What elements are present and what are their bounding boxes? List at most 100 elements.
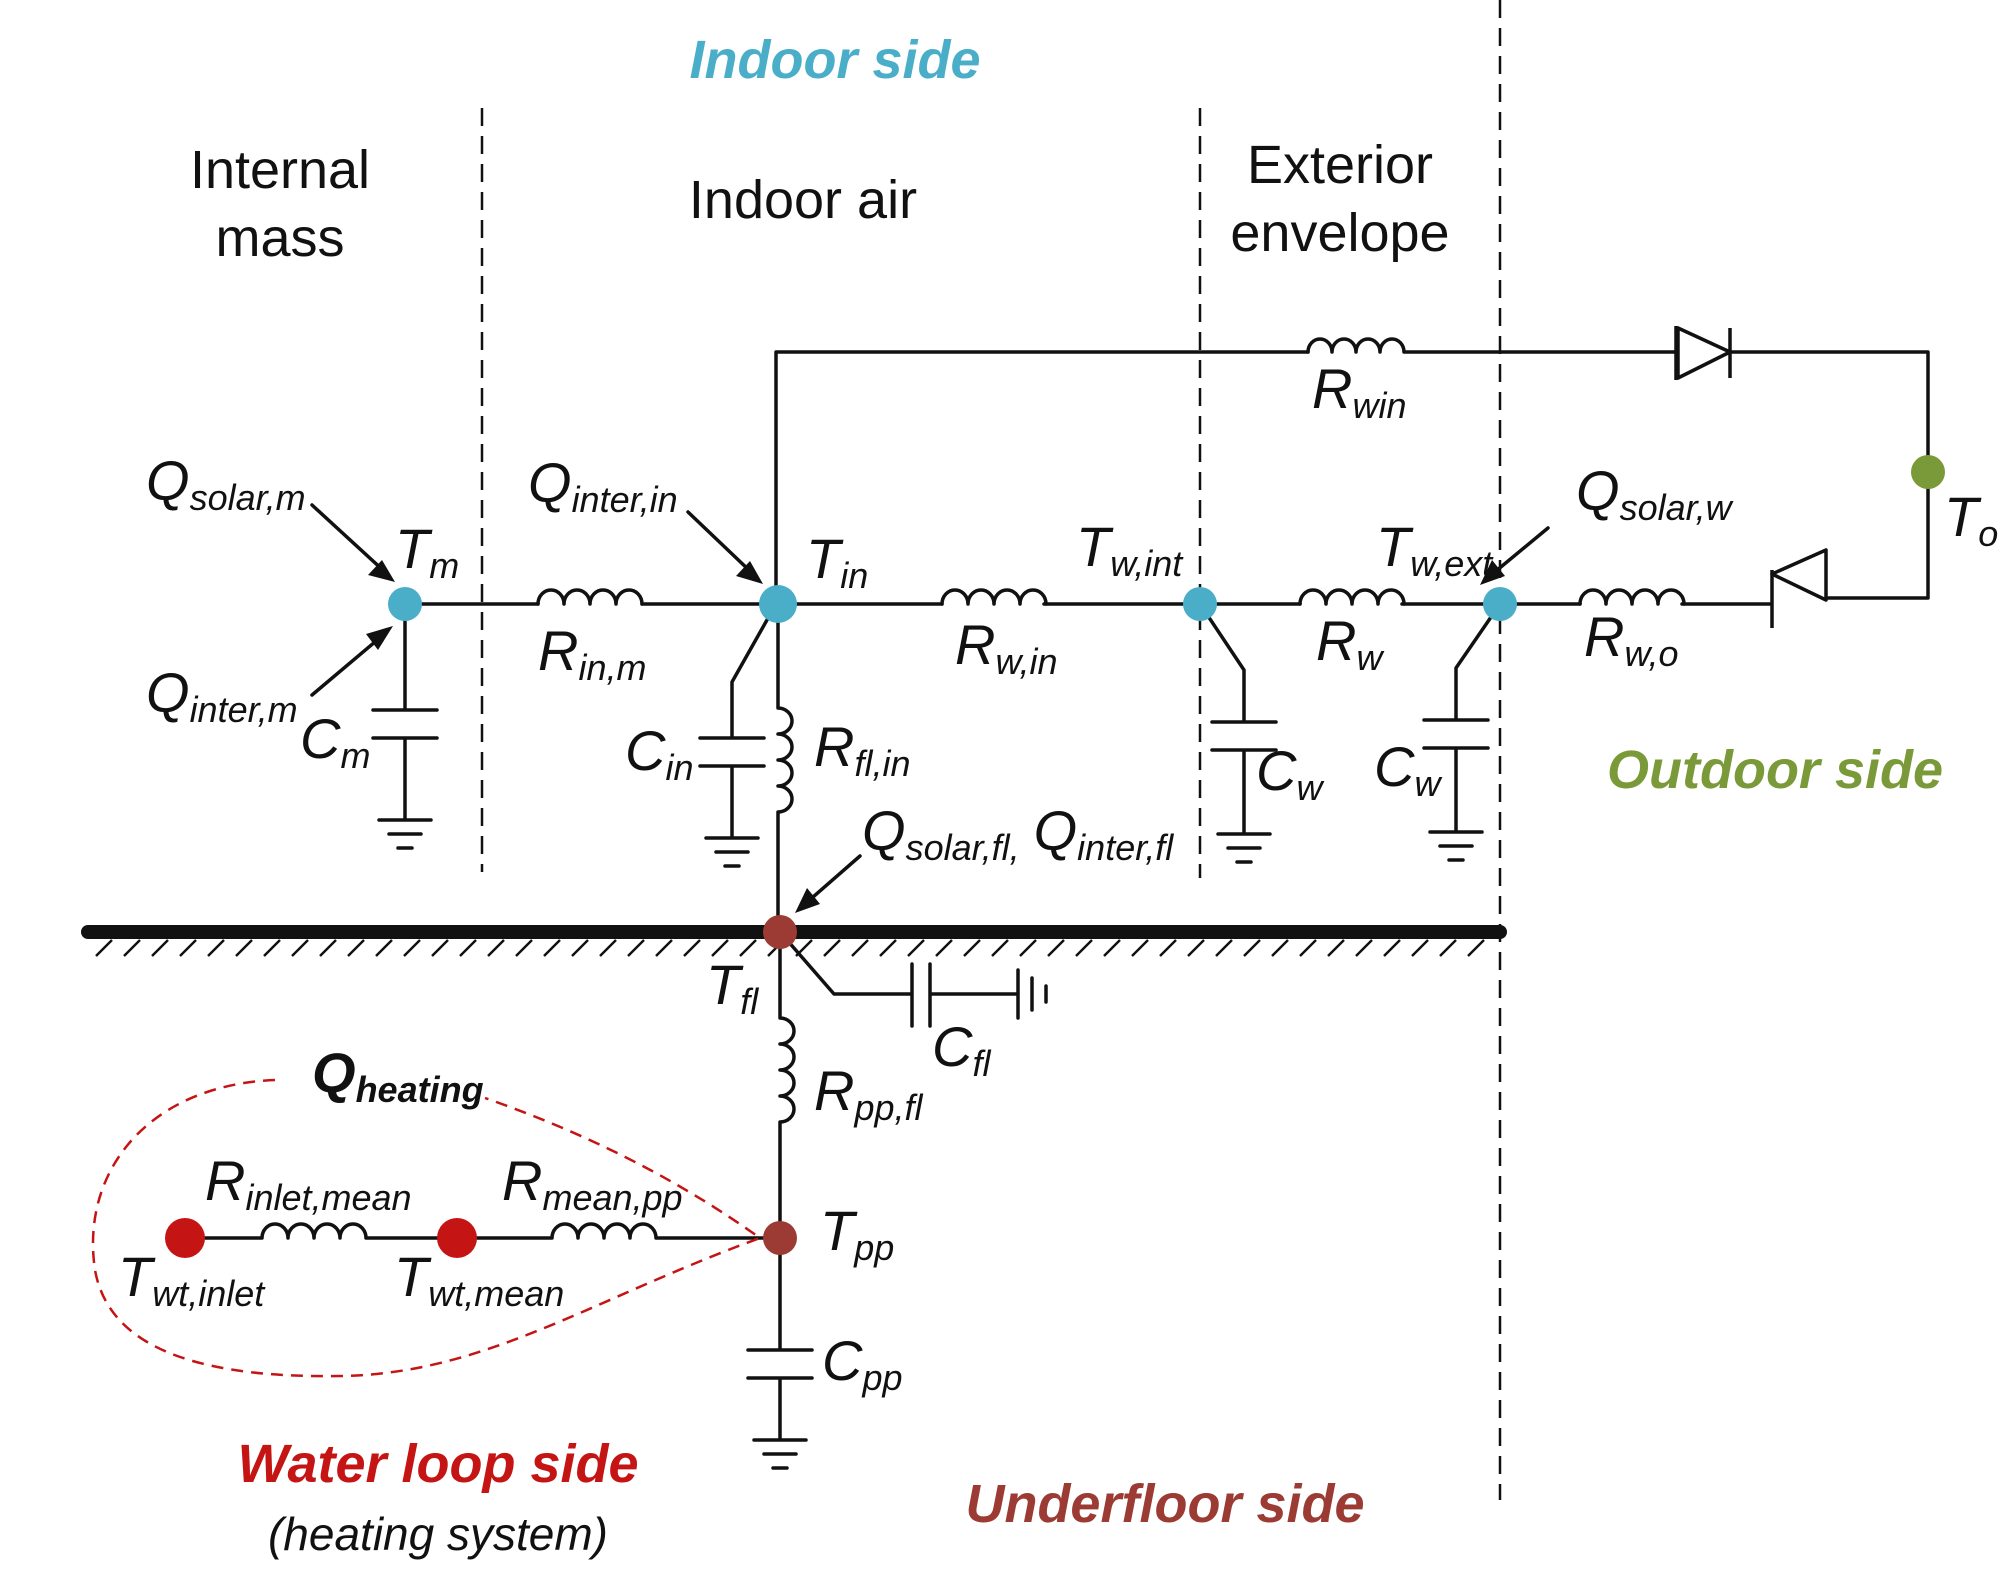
label-q-inter-in: Qinter,in [528, 451, 678, 520]
diode-bottom [1770, 548, 1828, 602]
label-q-solar-fl-q-inter-fl: Qsolar,fl,Qinter,fl [862, 799, 1174, 868]
arrow-q-inter-m [310, 634, 384, 697]
capacitor-c-in [698, 602, 778, 868]
floor-hatch-mark [431, 939, 449, 957]
indoor-side-title: Indoor side [689, 30, 980, 90]
resistor-r-win [1306, 337, 1406, 354]
floor-hatch-mark [655, 939, 673, 957]
floor-hatch-mark [95, 939, 113, 957]
floor-hatch-mark [879, 939, 897, 957]
arrow-q-solar-m-head [368, 560, 395, 582]
label-q-inter-m: Qinter,m [146, 661, 298, 730]
floor-hatch-mark [1075, 939, 1093, 957]
floor-hatch-mark [543, 939, 561, 957]
label-t-wt-inlet: Twt,inlet [118, 1245, 266, 1314]
zone-internal-mass-line2: mass [215, 208, 344, 268]
floor-hatch-mark [1271, 939, 1289, 957]
floor-hatch-mark [683, 939, 701, 957]
label-r-win: Rwin [1312, 357, 1406, 426]
floor-hatch-mark [1243, 939, 1261, 957]
floor-hatch-mark [1103, 939, 1121, 957]
label-t-fl: Tfl [706, 953, 759, 1022]
water-loop-side-title: Water loop side [237, 1434, 638, 1494]
resistor-r-in-m [536, 588, 644, 606]
node-t-in [759, 585, 797, 623]
node-t-o [1911, 455, 1945, 489]
floor-hatch-mark [823, 939, 841, 957]
node-t-w-ext [1483, 587, 1517, 621]
wire-diode-bottom-to-to [1826, 468, 1930, 600]
floor-hatch-mark [1299, 939, 1317, 957]
zone-indoor-air: Indoor air [689, 170, 917, 230]
arrow-q-inter-in-head [736, 561, 763, 584]
label-t-o: To [1944, 485, 1998, 554]
label-q-heating: Qheating [312, 1041, 484, 1110]
arrow-q-inter-in [686, 510, 754, 575]
floor-hatch-mark [1411, 939, 1429, 957]
label-c-m: Cm [300, 707, 370, 776]
label-t-in: Tin [806, 527, 868, 596]
label-c-fl: Cfl [932, 1015, 991, 1084]
resistor-r-w [1298, 588, 1406, 606]
label-q-solar-w: Qsolar,w [1576, 459, 1734, 528]
label-r-w: Rw [1316, 609, 1384, 678]
floor-hatch-mark [1383, 939, 1401, 957]
floor-hatch-mark [907, 939, 925, 957]
floor-hatch-mark [179, 939, 197, 957]
label-r-fl-in: Rfl,in [814, 715, 910, 784]
node-t-w-int [1183, 587, 1217, 621]
floor-hatch-mark [1047, 939, 1065, 957]
floor-hatch-mark [459, 939, 477, 957]
heating-boundary-loop [91, 1078, 763, 1378]
zone-exterior-envelope-line2: envelope [1230, 203, 1449, 263]
floor-hatch-mark [487, 939, 505, 957]
node-t-wt-mean [437, 1218, 477, 1258]
node-t-wt-inlet [165, 1218, 205, 1258]
floor-hatching [95, 939, 1485, 957]
floor-hatch-mark [235, 939, 253, 957]
capacitor-c-m [371, 602, 439, 850]
floor-hatch-mark [1187, 939, 1205, 957]
label-r-w-in: Rw,in [955, 613, 1058, 682]
floor-hatch-mark [1131, 939, 1149, 957]
floor-hatch-mark [739, 939, 757, 957]
floor-hatch-mark [1439, 939, 1457, 957]
label-c-pp: Cpp [822, 1329, 903, 1398]
floor-hatch-mark [599, 939, 617, 957]
floor-hatch-mark [1159, 939, 1177, 957]
underfloor-side-title: Underfloor side [965, 1474, 1364, 1534]
node-t-pp [763, 1221, 797, 1255]
label-r-mean-pp: Rmean,pp [502, 1149, 683, 1218]
floor-hatch-mark [1215, 939, 1233, 957]
label-r-inlet-mean: Rinlet,mean [205, 1149, 412, 1218]
capacitor-c-w-1 [1198, 602, 1278, 864]
label-t-wt-mean: Twt,mean [394, 1245, 564, 1314]
diode-top [1676, 326, 1732, 380]
arrow-q-solar-m [310, 503, 387, 574]
resistor-r-w-in [940, 588, 1048, 606]
label-t-w-ext: Tw,ext [1376, 515, 1494, 584]
resistor-r-inlet-mean [191, 1222, 456, 1240]
floor-hatch-mark [571, 939, 589, 957]
arrow-q-solar-fl-head [795, 888, 820, 913]
label-r-w-o: Rw,o [1584, 605, 1679, 674]
floor-hatch-mark [123, 939, 141, 957]
zone-internal-mass-line1: Internal [190, 140, 370, 200]
floor-hatch-mark [935, 939, 953, 957]
label-r-in-m: Rin,m [538, 619, 646, 688]
floor-hatch-mark [207, 939, 225, 957]
floor-hatch-mark [1019, 939, 1037, 957]
label-r-pp-fl: Rpp,fl [814, 1059, 924, 1128]
zone-exterior-envelope-line1: Exterior [1247, 135, 1433, 195]
arrow-q-solar-w-head [1480, 560, 1505, 585]
label-c-in: Cin [625, 719, 693, 788]
floor-hatch-mark [375, 939, 393, 957]
floor-hatch-mark [263, 939, 281, 957]
label-t-pp: Tpp [820, 1199, 894, 1268]
heating-system-subtitle: (heating system) [268, 1508, 608, 1560]
node-t-m [388, 587, 422, 621]
floor-hatch-mark [991, 939, 1009, 957]
resistor-r-pp-fl [778, 930, 796, 1240]
floor-hatch-mark [1467, 939, 1485, 957]
